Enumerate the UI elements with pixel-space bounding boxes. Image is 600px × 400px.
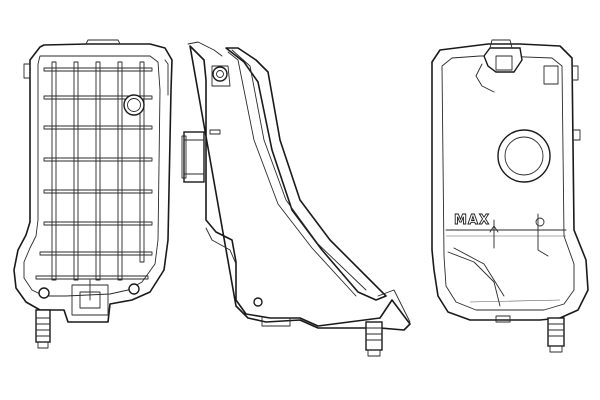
rear-view (13, 39, 173, 349)
side-pipe-stub (181, 131, 205, 183)
max-label: MAX (454, 213, 490, 228)
side-lower-bracket (261, 317, 291, 327)
front-view: MAX (431, 39, 589, 353)
side-fork (377, 289, 411, 323)
front-lower-ridge-2 (453, 247, 505, 297)
rear-rib-grid (35, 61, 153, 281)
side-band-inner-line (231, 49, 367, 291)
side-view (181, 41, 411, 357)
side-flange (209, 129, 221, 135)
side-cap-fitting (211, 65, 231, 87)
front-bottom-nub (495, 315, 511, 323)
side-hose-outlet (365, 321, 383, 357)
rear-lower-boss-left (38, 287, 50, 299)
side-band-edge (227, 51, 357, 297)
rear-cap-boss (123, 94, 145, 116)
rear-lower-boss-right (128, 283, 140, 295)
front-outer-shell (431, 43, 589, 321)
rear-side-ledge (164, 59, 169, 96)
side-small-boss (253, 297, 263, 307)
front-level-arrow (489, 213, 549, 257)
front-lower-ridge (447, 251, 501, 307)
side-lower-curve (205, 227, 237, 265)
front-hose-outlet (547, 317, 565, 353)
side-outer-shell (189, 45, 411, 331)
rear-side-nub (23, 63, 31, 79)
front-bottom-rim (469, 299, 561, 303)
rear-bottom-bracket (71, 279, 109, 316)
rear-top-tab (85, 39, 121, 45)
side-diagonal-band (225, 47, 387, 301)
front-side-tab (573, 129, 581, 141)
rear-outer-shell (13, 43, 173, 323)
front-filler-opening (497, 129, 551, 183)
front-top-fitting (475, 39, 523, 93)
rear-inner-rim (23, 55, 161, 297)
rear-hose-outlet (35, 309, 51, 349)
side-top-cap (187, 41, 223, 57)
front-inner-panel (441, 55, 575, 311)
front-side-bracket (543, 65, 579, 85)
